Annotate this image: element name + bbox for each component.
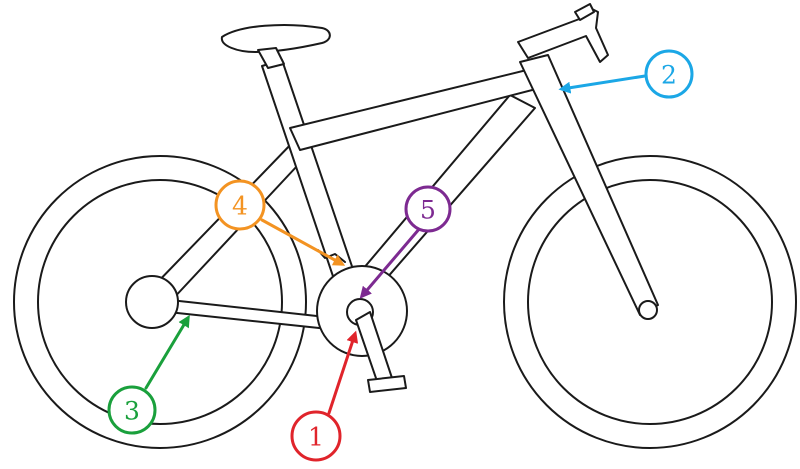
crankset (316, 265, 408, 393)
callout-1-arrow (327, 330, 359, 415)
callout-2-label: 2 (661, 61, 677, 90)
callout-3: 3 (107, 314, 190, 435)
front-wheel (503, 155, 797, 449)
callout-4-label: 4 (232, 192, 248, 221)
callout-5-circle (404, 185, 452, 233)
handlebar (517, 3, 609, 63)
callout-3-arrow (144, 314, 190, 390)
callout-1: 1 (290, 330, 359, 462)
callout-3-circle (107, 385, 157, 435)
callout-4-arrow (260, 218, 346, 266)
callout-4-circle (214, 179, 266, 231)
callout-1-label: 1 (308, 423, 324, 452)
saddle (220, 24, 331, 69)
callout-5: 5 (359, 185, 452, 299)
callout-3-label: 3 (124, 397, 140, 426)
callout-5-arrow (359, 226, 422, 299)
callout-4: 4 (214, 179, 346, 266)
rear-wheel (13, 155, 307, 449)
callout-2-arrow (558, 74, 647, 94)
callout-2-circle (644, 49, 694, 99)
callout-2: 2 (558, 49, 694, 99)
callout-5-label: 5 (420, 196, 436, 225)
callout-1-circle (290, 410, 342, 462)
bicycle-frame (125, 54, 659, 331)
